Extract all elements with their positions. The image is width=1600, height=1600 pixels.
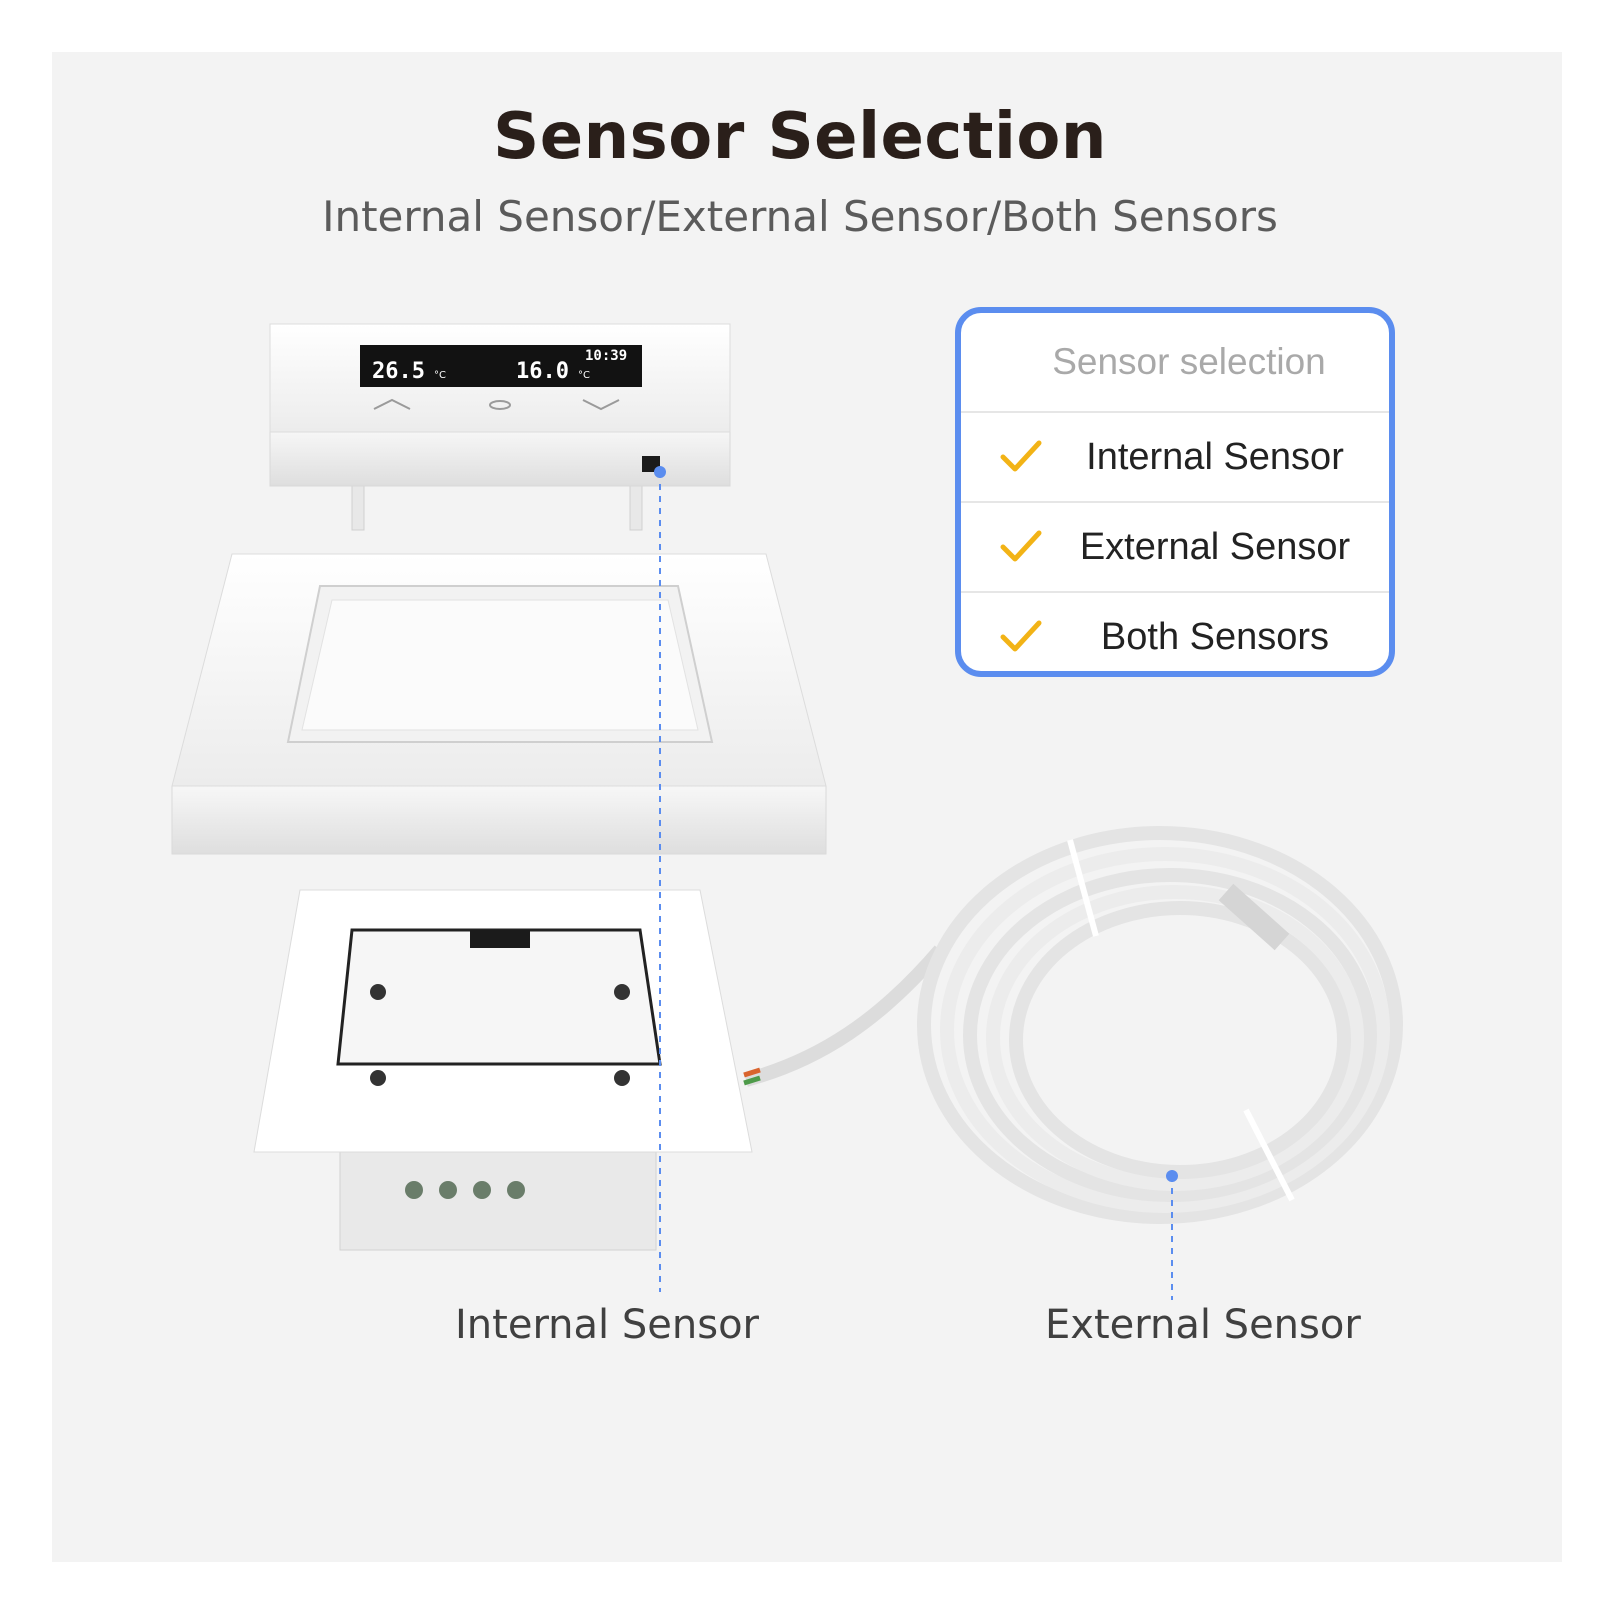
lcd-right-temp: 16.0 — [516, 359, 569, 384]
lcd-left-temp: 26.5 — [372, 359, 425, 384]
option-external-sensor[interactable]: External Sensor — [961, 503, 1389, 593]
external-sensor-cable — [743, 826, 1403, 1224]
option-label: External Sensor — [1079, 526, 1351, 568]
lcd-screen — [360, 345, 642, 387]
thermostat-unit: 26.5 °C 16.0 °C 10:39 — [269, 323, 731, 531]
sensor-selection-panel: Sensor selection Internal Sensor Externa… — [955, 307, 1395, 677]
circle-button-icon — [489, 400, 511, 410]
option-internal-sensor[interactable]: Internal Sensor — [961, 413, 1389, 503]
panel-heading: Sensor selection — [961, 313, 1389, 413]
internal-sensor-port — [642, 456, 660, 472]
glass-frame — [171, 553, 827, 855]
checkmark-icon — [1000, 620, 1042, 652]
option-label: Internal Sensor — [1086, 436, 1344, 478]
chevron-up-icon — [373, 398, 411, 410]
internal-sensor-callout: Internal Sensor — [455, 1302, 759, 1348]
page-title: Sensor Selection — [493, 100, 1107, 174]
lcd-right-unit: °C — [578, 370, 590, 381]
lcd-time: 10:39 — [585, 348, 627, 364]
option-label: Both Sensors — [1100, 616, 1330, 658]
checkmark-icon — [1000, 440, 1042, 472]
option-both-sensors[interactable]: Both Sensors — [961, 593, 1389, 671]
lcd-left-unit: °C — [434, 370, 446, 381]
external-sensor-callout: External Sensor — [1045, 1302, 1361, 1348]
page-subtitle: Internal Sensor/External Sensor/Both Sen… — [322, 192, 1278, 241]
checkmark-icon — [1000, 530, 1042, 562]
chevron-down-icon — [582, 399, 620, 411]
mounting-base — [253, 889, 753, 1251]
cable-ties — [1067, 839, 1295, 1202]
